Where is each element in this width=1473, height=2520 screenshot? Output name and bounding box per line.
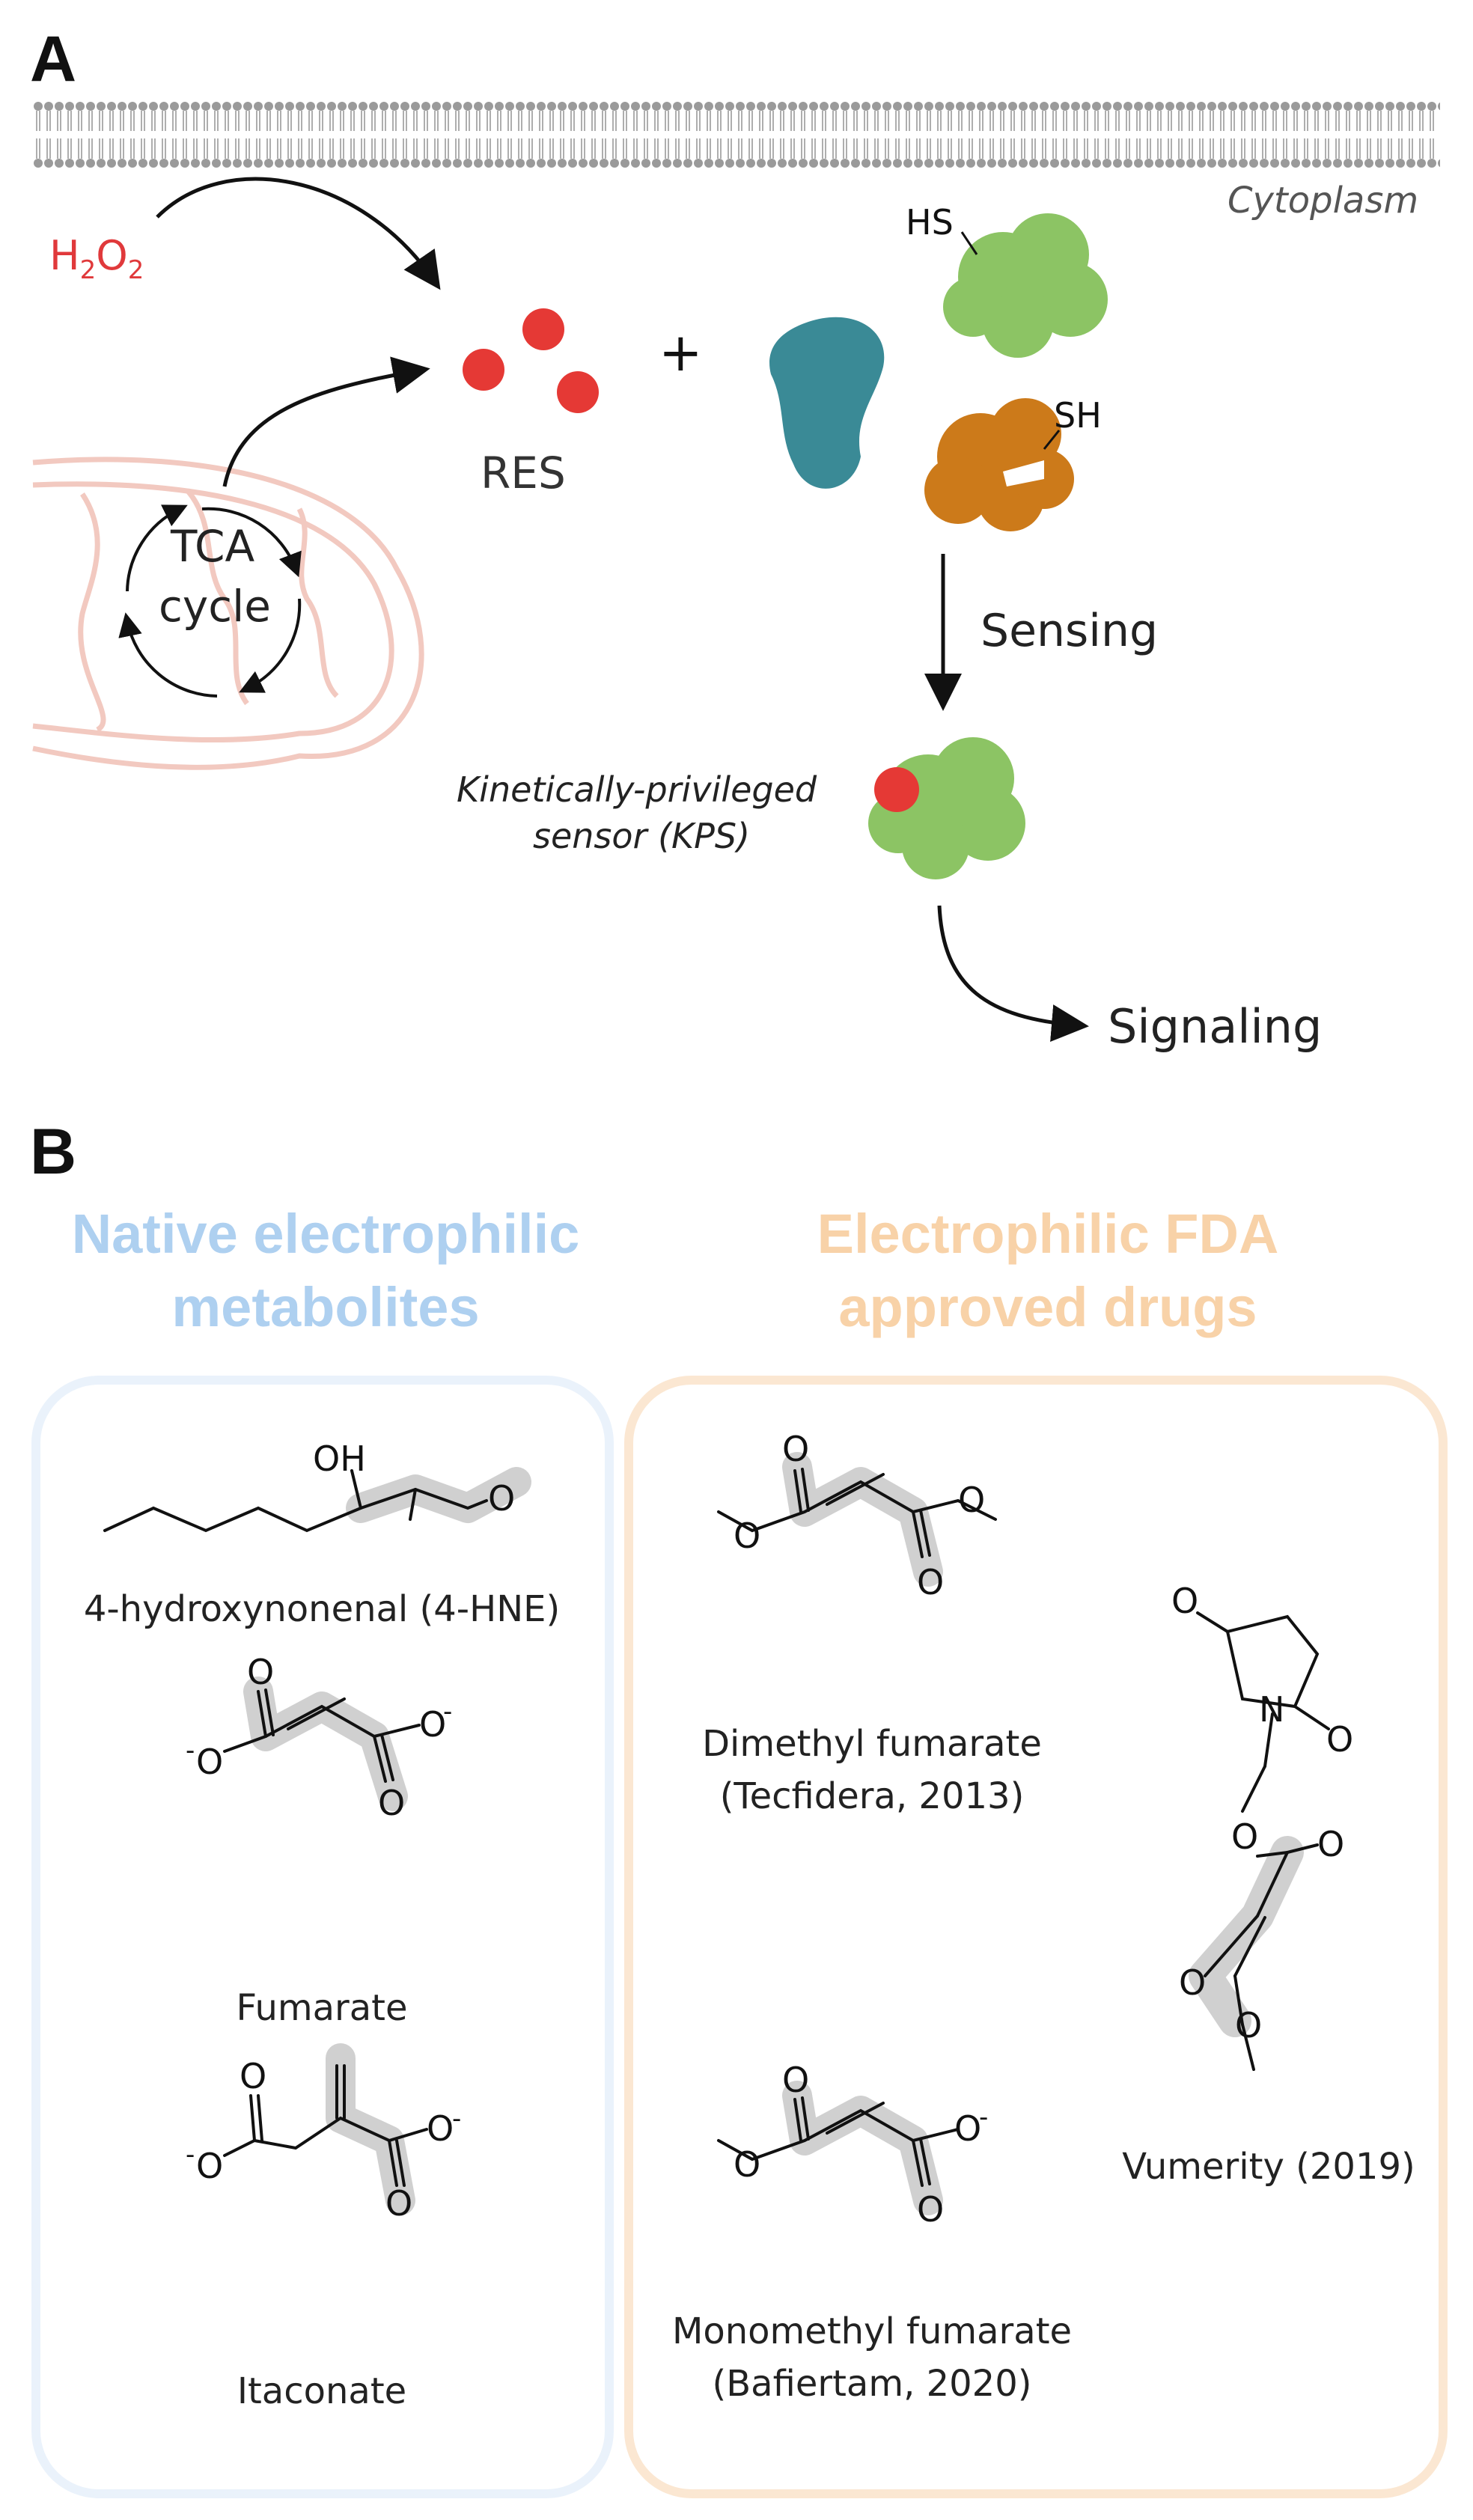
dmf-caption-line2: (Tecfidera, 2013): [719, 1775, 1025, 1817]
mmf-caption-line2: (Bafiertam, 2020): [712, 2363, 1032, 2405]
res-dot: [557, 371, 599, 413]
mmf-o2: O: [734, 2144, 760, 2185]
itaconate-o1: O: [240, 2056, 266, 2096]
mmf-caption-line1: Monomethyl fumarate: [671, 2310, 1073, 2352]
signaling-label: Signaling: [1108, 999, 1323, 1054]
fda-heading-line1: Electrophilic FDA: [817, 1203, 1279, 1265]
vum-o2: O: [1326, 1719, 1353, 1760]
fda-heading-line2: approved drugs: [838, 1276, 1257, 1338]
green-protein-top: [943, 213, 1108, 358]
charge-label: -: [186, 1736, 195, 1766]
orange-protein-pocket: [1003, 460, 1044, 486]
vum-o4: O: [1317, 1824, 1344, 1864]
sh-label: SH: [1054, 395, 1102, 436]
mmf-o3: O: [954, 2108, 981, 2149]
fumarate-o4: O: [378, 1783, 405, 1823]
hs-label: HS: [906, 202, 954, 242]
sensing-label: Sensing: [981, 605, 1159, 657]
vum-o6: O: [1235, 2005, 1262, 2045]
vum-o5: O: [1179, 1962, 1206, 2003]
charge-label: -: [186, 2140, 195, 2170]
dmf-caption-line1: Dimethyl fumarate: [702, 1723, 1042, 1765]
fda-heading: Electrophilic FDA approved drugs: [674, 1198, 1422, 1344]
fda-drugs-box: [624, 1376, 1448, 2498]
kps-label-line2: sensor (KPS): [533, 816, 751, 856]
res-dot: [522, 308, 564, 350]
native-heading: Native electrophilic metabolites: [15, 1198, 636, 1344]
vum-n: N: [1259, 1689, 1284, 1730]
charge-label: -: [979, 2102, 988, 2132]
dmf-o4: O: [917, 1562, 944, 1602]
itaconate-o2: O: [196, 2146, 223, 2186]
native-heading-line1: Native electrophilic: [71, 1203, 580, 1265]
panel-a-letter: A: [30, 23, 77, 95]
vumerity-structure: [1189, 1611, 1330, 2071]
mmf-o1: O: [782, 2060, 809, 2100]
thiol-bond: [1043, 430, 1061, 450]
fumarate-o3: O: [419, 1704, 446, 1745]
itaconate-o3: O: [427, 2108, 454, 2149]
itaconate-structure: O O O O - -: [186, 2043, 461, 2224]
panel-b-structures: OH O O O O O - -: [103, 1429, 1353, 2230]
tca-label-line2: cycle: [159, 581, 271, 632]
dmf-o3: O: [958, 1480, 985, 1520]
dmf-caption: Dimethyl fumarate (Tecfidera, 2013): [644, 1718, 1100, 1822]
res-label: RES: [481, 448, 566, 498]
kps-bound-res: [874, 767, 919, 812]
orange-protein: [924, 398, 1074, 531]
tca-label-line1: TCA: [171, 521, 255, 572]
fumarate-o2: O: [196, 1742, 223, 1782]
dmf-o2: O: [734, 1516, 760, 1556]
mitochondrion: [32, 457, 424, 770]
hne-o-label: O: [488, 1478, 515, 1519]
monomethyl-fumarate-structure: -: [717, 2081, 988, 2215]
charge-label: -: [443, 1697, 452, 1727]
hne-oh-label: OH: [313, 1439, 366, 1479]
dimethyl-fumarate-structure: [717, 1452, 997, 1587]
charge-label: -: [452, 2104, 461, 2134]
res-dot: [463, 349, 504, 391]
dmf-o1: O: [782, 1429, 809, 1469]
kps-label-line1: Kinetically-privileged: [457, 769, 817, 810]
mmf-caption: Monomethyl fumarate (Bafiertam, 2020): [644, 2305, 1100, 2410]
itaconate-caption: Itaconate: [237, 2370, 407, 2412]
hne-caption: 4-hydroxynonenal (4-HNE): [83, 1588, 561, 1630]
itaconate-o4: O: [385, 2183, 412, 2224]
cell-membrane: [33, 101, 1440, 168]
panel-b-letter: B: [30, 1116, 77, 1188]
native-metabolites-box: [31, 1376, 614, 2498]
fumarate-structure: O O O O - -: [186, 1652, 452, 1823]
panel-a-graphic: [32, 101, 1440, 1042]
signaling-arrow: [937, 905, 1089, 1042]
thiol-bond: [960, 231, 978, 255]
vum-o3: O: [1231, 1816, 1258, 1857]
tca-cycle-icon: [118, 504, 302, 698]
vum-o1: O: [1171, 1581, 1198, 1621]
native-heading-line2: metabolites: [171, 1276, 480, 1338]
hne-structure: OH O: [103, 1439, 531, 1533]
h2o2-label: H2O2: [49, 232, 144, 285]
mmf-o4: O: [917, 2189, 944, 2230]
teal-protein: [769, 317, 885, 489]
vumerity-caption: Vumerity (2019): [1122, 2146, 1415, 2188]
cytoplasm-label: Cytoplasm: [1228, 180, 1419, 222]
h2o2-arrow: [156, 177, 441, 290]
fumarate-o1: O: [247, 1652, 274, 1692]
tca-arrow: [222, 356, 430, 487]
fumarate-caption: Fumarate: [236, 1987, 408, 2029]
plus-sign: +: [659, 322, 703, 383]
